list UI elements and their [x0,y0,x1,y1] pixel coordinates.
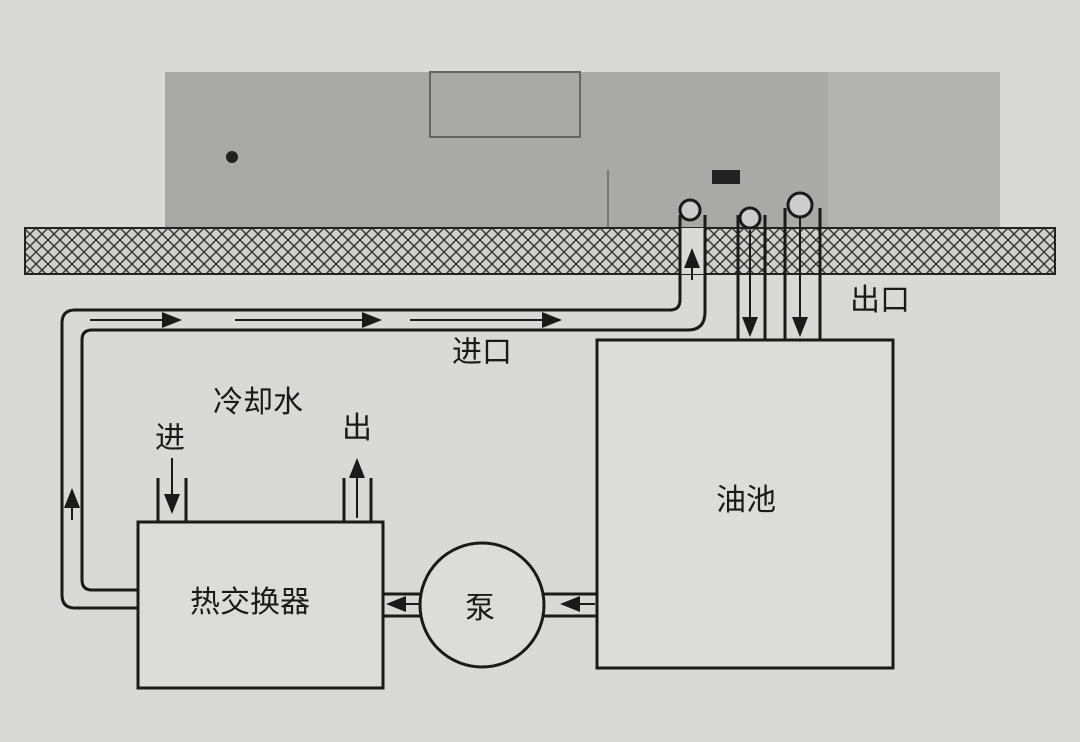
outlet-label: 出口 [850,283,910,318]
inlet-pipe [60,215,707,610]
water-in-label: 进 [155,421,185,456]
oil-tank [595,338,895,670]
heat-exchanger-label: 热交换器 [190,585,310,620]
floor-band [24,227,1056,275]
cooling-water-pipes [156,478,373,522]
pump-pipes [383,592,597,618]
pump [418,541,546,669]
water-out-label: 出 [342,411,372,446]
outlet-pipes [678,191,822,340]
inlet-label: 进口 [452,335,512,370]
machine-tool [165,71,1000,232]
heat-exchanger [136,520,385,690]
cooling-water-label: 冷却水 [213,385,303,420]
pump-label: 泵 [465,591,495,626]
flow-arrows [64,215,808,612]
oil-tank-label: 油池 [716,483,776,518]
